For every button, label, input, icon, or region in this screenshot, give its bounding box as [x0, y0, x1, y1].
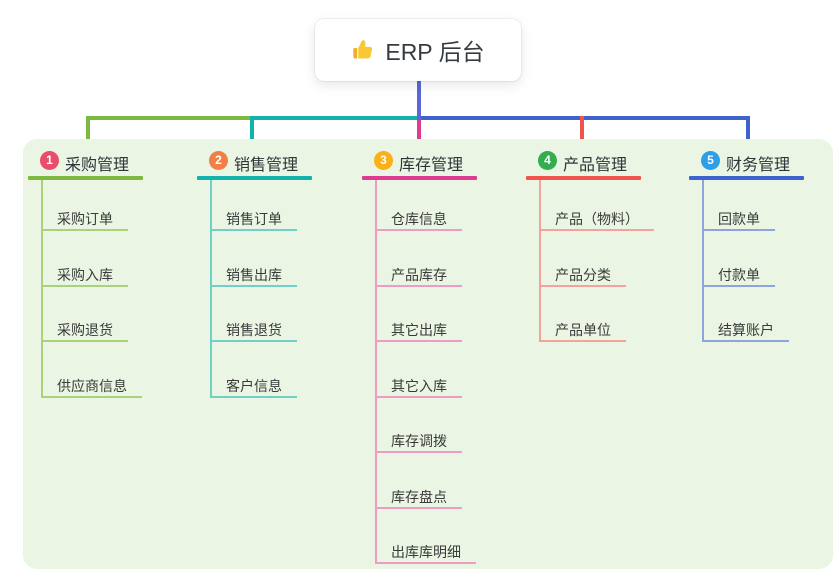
branch-number-badge: 3 — [374, 151, 393, 170]
child-node[interactable]: 产品分类 — [539, 263, 626, 287]
branch-number-badge: 5 — [701, 151, 720, 170]
thumbs-up-icon — [353, 40, 373, 59]
branch-number-badge: 4 — [538, 151, 557, 170]
child-node[interactable]: 销售订单 — [210, 207, 297, 231]
branch-title-underline — [28, 176, 143, 180]
branch-title[interactable]: 库存管理 — [399, 157, 464, 174]
branch-child-connector — [539, 180, 541, 342]
branch-child-connector — [41, 180, 43, 398]
child-node[interactable]: 采购入库 — [41, 263, 128, 287]
child-node[interactable]: 其它出库 — [375, 318, 462, 342]
child-node[interactable]: 销售退货 — [210, 318, 297, 342]
child-node[interactable]: 付款单 — [702, 263, 775, 287]
child-node[interactable]: 其它入库 — [375, 374, 462, 398]
child-node[interactable]: 回款单 — [702, 207, 775, 231]
child-node[interactable]: 客户信息 — [210, 374, 297, 398]
child-node[interactable]: 产品单位 — [539, 318, 626, 342]
branch-number-badge: 1 — [40, 151, 59, 170]
branch-title[interactable]: 财务管理 — [726, 157, 791, 174]
branch-child-connector — [702, 180, 704, 342]
child-node[interactable]: 仓库信息 — [375, 207, 462, 231]
child-node[interactable]: 供应商信息 — [41, 374, 142, 398]
branch-title-underline — [362, 176, 477, 180]
branch-title-underline — [526, 176, 641, 180]
child-node[interactable]: 出库库明细 — [375, 540, 476, 564]
branch-number-badge: 2 — [209, 151, 228, 170]
child-node[interactable]: 采购订单 — [41, 207, 128, 231]
branch-title-underline — [197, 176, 312, 180]
branch-child-connector — [210, 180, 212, 398]
branch-title-underline — [689, 176, 804, 180]
child-node[interactable]: 库存盘点 — [375, 485, 462, 509]
child-node[interactable]: 库存调拨 — [375, 429, 462, 453]
child-node[interactable]: 产品库存 — [375, 263, 462, 287]
child-node[interactable]: 结算账户 — [702, 318, 789, 342]
child-node[interactable]: 销售出库 — [210, 263, 297, 287]
branch-title[interactable]: 采购管理 — [65, 157, 130, 174]
branch-child-connector — [375, 180, 377, 564]
child-node[interactable]: 产品（物料） — [539, 207, 654, 231]
root-node-label: ERP 后台 — [385, 39, 485, 65]
branch-title[interactable]: 产品管理 — [563, 157, 628, 174]
branches-panel — [23, 139, 833, 569]
child-node[interactable]: 采购退货 — [41, 318, 128, 342]
branch-title[interactable]: 销售管理 — [234, 157, 299, 174]
root-node[interactable]: ERP 后台 — [315, 19, 521, 81]
